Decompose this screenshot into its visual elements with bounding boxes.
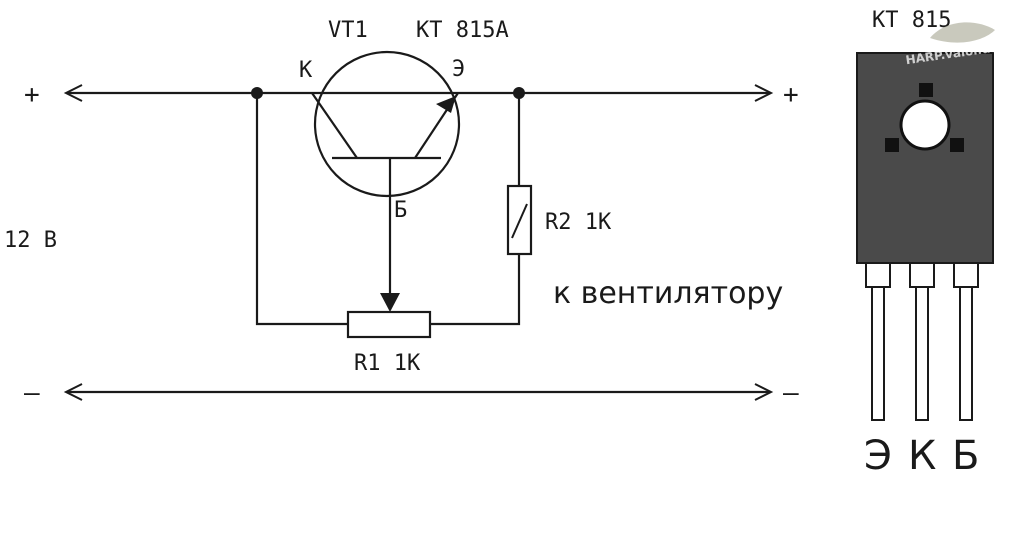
bottom-rail-left-arrow [63,383,83,401]
resistor-r2 [506,184,533,256]
resistor-r2-hatch [511,203,528,239]
hole-tab-left [885,138,899,152]
pin-base [959,286,973,421]
transistor-vt1 [311,50,461,312]
bottom-rail-right-arrow [754,383,774,401]
wire-r2-to-r1 [430,254,521,326]
plus-left-label: + [24,80,40,110]
pin-emitter [871,286,885,421]
pin-collector-label: К [908,433,936,479]
top-rail [63,84,774,102]
resistor-r1-body [346,310,432,339]
wiper-arrow-icon [380,293,400,312]
transistor-collector-lead [311,92,358,159]
transistor-ref-label: VT1 [328,18,368,43]
pin-base-label: Б [952,433,979,479]
minus-right-label: – [783,378,799,408]
minus-left-label: – [24,378,40,408]
emitter-arrow-icon [436,96,456,113]
top-rail-left-arrow [63,84,83,102]
pin-shoulder-collector [909,262,935,288]
voltage-label: 12 В [4,228,57,253]
bottom-rail [63,383,774,401]
hole-tab-right [950,138,964,152]
transistor-body-circle [313,50,461,198]
r1-label: R1 1K [354,351,421,376]
plus-right-label: + [783,80,799,110]
pin-shoulder-emitter [865,262,891,288]
base-label: Б [394,198,407,223]
pin-emitter-label: Э [864,433,892,479]
emitter-label: Э [452,57,465,82]
transistor-package: KT 815 Э К Б [856,8,994,479]
resistor-r2-body [506,184,533,256]
pin-collector [915,286,929,421]
mounting-hole [899,99,951,151]
top-rail-right-arrow [754,84,774,102]
fan-label: к вентилятору [553,276,783,311]
collector-label: К [299,58,313,83]
hole-tab-top [919,83,933,97]
watermark-fish-icon [930,22,995,43]
pin-shoulder-base [953,262,979,288]
r2-label: R2 1K [545,210,612,235]
package-title: KT 815 [872,8,951,33]
transistor-type-label: KT 815A [416,18,509,43]
wire-left-to-r1 [255,93,348,326]
